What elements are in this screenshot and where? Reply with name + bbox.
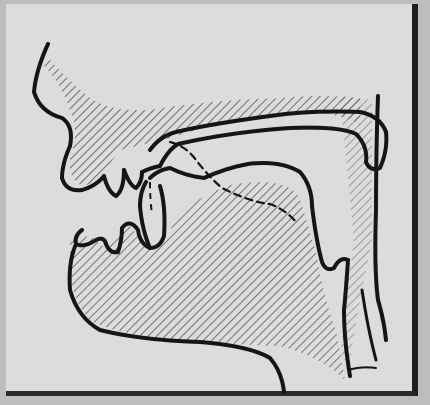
upper-incisor xyxy=(104,170,124,196)
upper-teeth-ridge xyxy=(124,166,160,188)
upper-jaw-hatch xyxy=(40,60,360,186)
lower-incisor xyxy=(140,182,165,248)
tongue-tip-dashed xyxy=(150,182,152,214)
lower-jaw-hatch xyxy=(70,182,345,380)
larynx-line-lower xyxy=(348,367,376,370)
larynx-line xyxy=(362,290,376,360)
